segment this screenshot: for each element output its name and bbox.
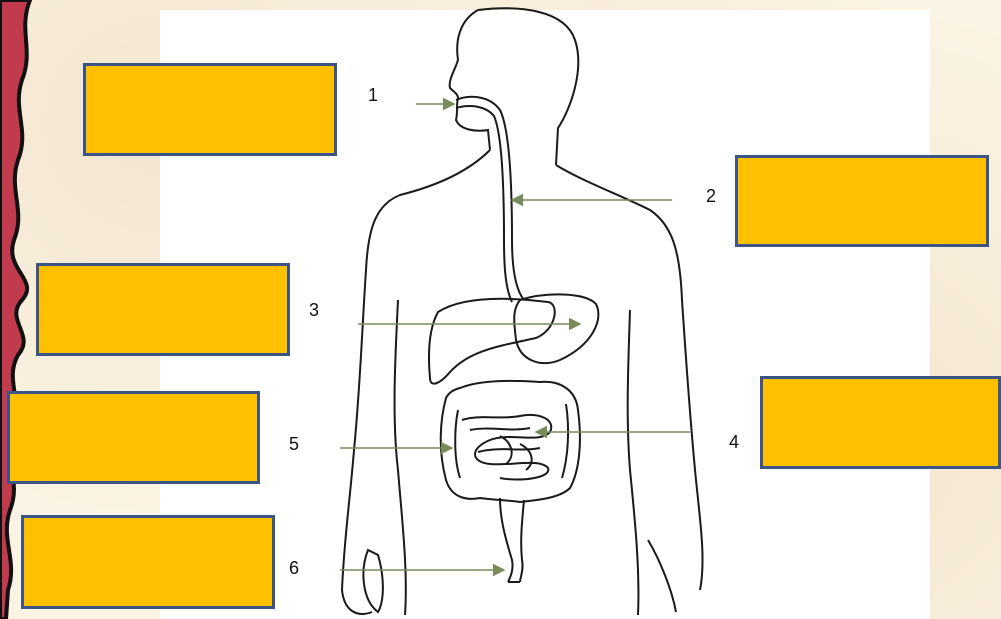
digestive-organs: [429, 97, 598, 582]
answer-box-6[interactable]: [21, 515, 275, 609]
answer-box-4[interactable]: [760, 376, 1001, 469]
answer-box-3[interactable]: [36, 263, 290, 356]
answer-box-2[interactable]: [735, 155, 989, 247]
label-number-2: 2: [706, 186, 716, 207]
answer-box-5[interactable]: [7, 391, 260, 484]
answer-box-1[interactable]: [83, 63, 337, 156]
label-number-1: 1: [368, 85, 378, 106]
label-number-3: 3: [309, 300, 319, 321]
label-number-4: 4: [729, 432, 739, 453]
label-number-6: 6: [289, 558, 299, 579]
label-number-5: 5: [289, 434, 299, 455]
